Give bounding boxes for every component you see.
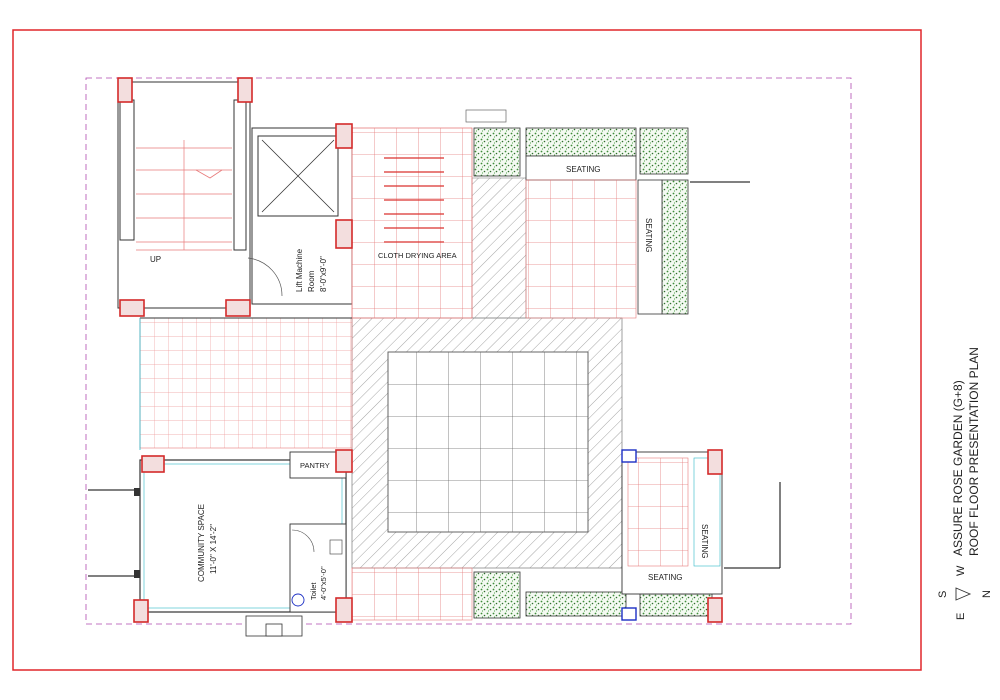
planter-right-vertical: [661, 179, 689, 315]
lift-cross-icon: [261, 139, 335, 213]
community-label-1: COMMUNITY SPACE: [197, 504, 206, 582]
tank-outline: [465, 109, 507, 123]
planter-top-middle: [525, 127, 637, 157]
column: [117, 77, 133, 103]
cloth-drying-area: [351, 127, 473, 319]
svg-text:Toilet: Toilet: [309, 582, 318, 600]
tile-zone-bottom: [351, 567, 473, 621]
seating-bottom-h-label: SEATING: [648, 573, 683, 582]
title-line-1: ASSURE ROSE GARDEN (G+8): [951, 380, 965, 556]
column: [335, 449, 353, 473]
column: [707, 597, 723, 623]
pantry-label: PANTRY: [300, 461, 330, 470]
svg-text:ROOF FLOOR PRESENTATION PLAN: ROOF FLOOR PRESENTATION PLAN: [967, 347, 981, 556]
lmr-label-2: Room: [307, 270, 316, 292]
title-line-2: ROOF FLOOR PRESENTATION PLAN: [967, 347, 981, 556]
tile-zone-top-right: [525, 179, 637, 319]
seating-top-label: SEATING: [566, 165, 601, 174]
svg-text:4'-0"x5'-0": 4'-0"x5'-0": [319, 566, 328, 600]
stair-up-label: UP: [150, 255, 161, 264]
svg-text:ASSURE ROSE GARDEN (G+8): ASSURE ROSE GARDEN (G+8): [951, 380, 965, 556]
seating-bottom-v-label: SEATING: [700, 524, 709, 559]
basin-icon: [329, 539, 343, 555]
column: [707, 449, 723, 475]
wc-icon: [291, 593, 305, 607]
toilet-door-swing: [291, 529, 315, 553]
toilet-label-1: Toilet: [309, 582, 318, 600]
column: [225, 299, 251, 317]
north-arrow-icon: [955, 587, 972, 601]
toilet-label-2: 4'-0"x5'-0": [319, 566, 328, 600]
column: [335, 597, 353, 623]
planter-bottom-middle: [525, 591, 627, 617]
compass: S E W N: [937, 565, 993, 620]
column-blue: [621, 449, 637, 463]
column: [141, 455, 165, 473]
compass-s: S: [937, 591, 949, 598]
svg-text:8'-0"x9'-0": 8'-0"x9'-0": [319, 256, 328, 292]
compass-n: N: [981, 590, 993, 598]
svg-text:COMMUNITY SPACE: COMMUNITY SPACE: [197, 504, 206, 582]
column: [119, 299, 145, 317]
structural-columns: [117, 77, 723, 623]
plot-boundary: [85, 77, 852, 625]
column: [133, 599, 149, 623]
stair-treads: [136, 140, 232, 251]
svg-text:Room: Room: [307, 270, 316, 292]
tile-zone-left: [139, 317, 353, 449]
stair-arrow-icon: [195, 169, 223, 179]
hatch-strip-top: [471, 177, 527, 319]
column: [335, 219, 353, 249]
lmr-label-1: Lift Machine: [295, 248, 304, 292]
planter-top-right: [639, 127, 689, 175]
seating-top-zone: [525, 155, 637, 181]
column: [335, 123, 353, 149]
planter-bottom-right: [639, 593, 713, 617]
column-blue: [621, 607, 637, 621]
lmr-door-swing: [247, 257, 283, 297]
svg-text:11'-0" X 14'-2": 11'-0" X 14'-2": [209, 524, 218, 574]
compass-e: E: [955, 613, 967, 620]
planter-bottom-left: [473, 571, 521, 619]
sheet-frame: [12, 29, 922, 671]
drying-lines: [384, 157, 444, 243]
compass-w: W: [955, 565, 967, 576]
blue-columns: [621, 449, 637, 621]
community-label-2: 11'-0" X 14'-2": [209, 524, 218, 574]
lmr-label-3: 8'-0"x9'-0": [319, 256, 328, 292]
seating-side-zone: [637, 179, 663, 315]
seating-side-label: SEATING: [644, 218, 653, 253]
planter-top-left: [473, 127, 521, 177]
column: [237, 77, 253, 103]
cloth-drying-label: CLOTH DRYING AREA: [378, 251, 457, 260]
svg-text:Lift Machine: Lift Machine: [295, 248, 304, 292]
